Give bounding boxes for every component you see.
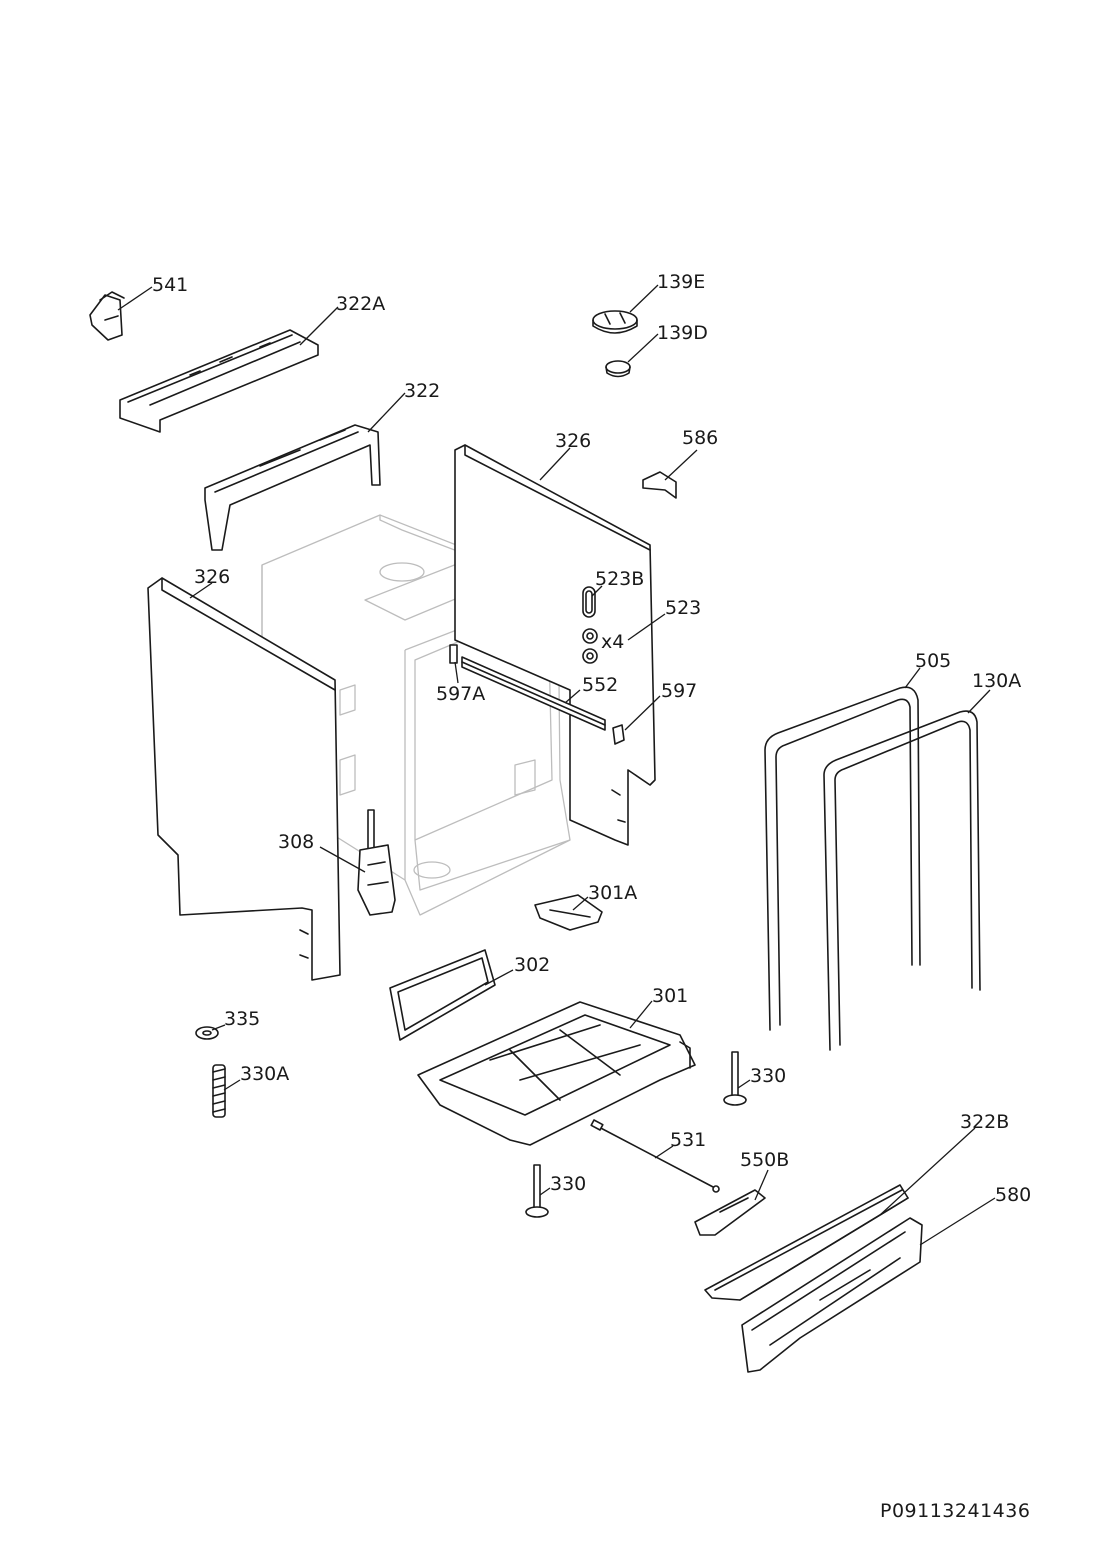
callout-302: 302: [514, 954, 550, 976]
callout-597A: 597A: [436, 683, 485, 705]
callout-322A: 322A: [336, 293, 385, 315]
callout-139E: 139E: [657, 271, 705, 293]
callout-139D: 139D: [657, 322, 708, 344]
callout-523B: 523B: [595, 568, 644, 590]
part-586-bracket: [642, 471, 677, 499]
part-597-clip: [612, 724, 625, 745]
part-301-base: [417, 1001, 696, 1146]
callout-330A: 330A: [240, 1063, 289, 1085]
part-330-foot-right: [723, 1051, 747, 1106]
part-550B-bracket: [694, 1189, 766, 1236]
part-326-right-side-panel: [454, 444, 656, 846]
leader-lines: [117, 284, 996, 1246]
callout-308: 308: [278, 831, 314, 853]
callout-552: 552: [582, 674, 618, 696]
part-139D-cap: [605, 360, 631, 378]
part-523B-bushing: [582, 586, 596, 618]
callout-523: 523: [665, 597, 701, 619]
callout-550B: 550B: [740, 1149, 789, 1171]
part-301A-cover: [534, 894, 603, 931]
callout-330-right: 330: [750, 1065, 786, 1087]
callout-541: 541: [152, 274, 188, 296]
callout-322: 322: [404, 380, 440, 402]
part-597A-clip: [449, 644, 458, 664]
callout-505: 505: [915, 650, 951, 672]
callout-labels: 541 322A 139E 139D 322 326 586 326 523B …: [152, 271, 1031, 1206]
callout-586: 586: [682, 427, 718, 449]
part-308-hinge: [357, 809, 396, 916]
callout-531: 531: [670, 1129, 706, 1151]
callout-597: 597: [661, 680, 697, 702]
part-326-left-side-panel: [147, 577, 341, 981]
part-322A-top-rail: [119, 329, 319, 433]
part-330A-screw: [212, 1064, 226, 1118]
callout-330-bottom: 330: [550, 1173, 586, 1195]
callout-130A: 130A: [972, 670, 1021, 692]
callout-580: 580: [995, 1184, 1031, 1206]
callout-335: 335: [224, 1008, 260, 1030]
part-552-rail: [461, 656, 606, 731]
part-139E-nut: [592, 310, 638, 334]
callout-x4: x4: [601, 631, 624, 653]
callout-322B: 322B: [960, 1111, 1009, 1133]
callout-301A: 301A: [588, 882, 637, 904]
callout-326-right: 326: [555, 430, 591, 452]
part-531-cable: [590, 1119, 720, 1193]
part-505-gasket: [764, 686, 921, 1031]
part-335-nut: [195, 1026, 219, 1040]
part-130A-seal: [823, 710, 981, 1051]
part-330-foot-bottom: [525, 1164, 549, 1218]
callout-326-left: 326: [194, 566, 230, 588]
callout-301: 301: [652, 985, 688, 1007]
part-523-rollers: [582, 628, 598, 664]
part-541-clip: [89, 291, 125, 341]
part-322-top-frame: [204, 424, 381, 551]
part-302-frame: [389, 949, 496, 1041]
part-580-panel: [741, 1217, 923, 1373]
document-id: P09113241436: [880, 1500, 1031, 1522]
